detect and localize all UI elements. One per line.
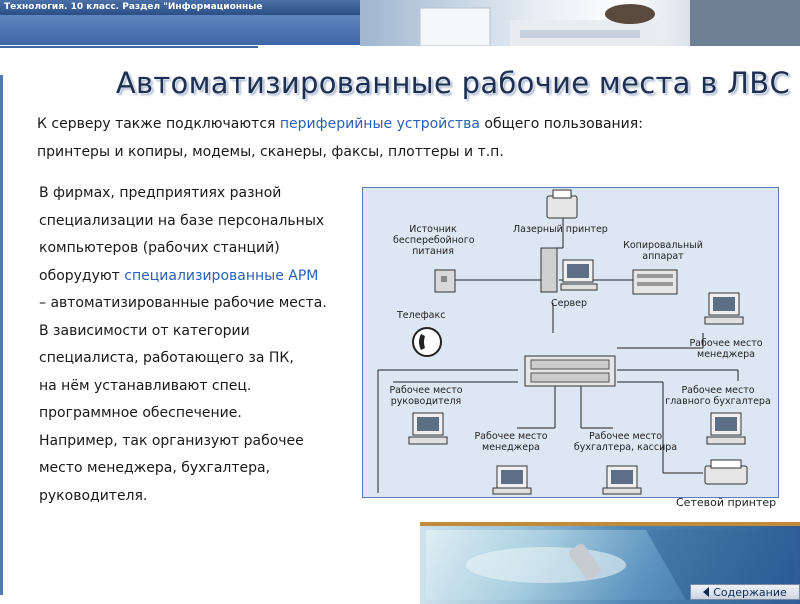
body-line: программное обеспечение. — [39, 405, 242, 421]
body-line: оборудуют — [39, 267, 125, 284]
body-paragraph: В фирмах, предприятиях разной специализа… — [39, 180, 359, 510]
contents-button[interactable]: Содержание — [690, 584, 800, 600]
body-line: на нём устанавливают спец. — [39, 377, 252, 394]
body-line: специализации на базе персональных — [39, 212, 325, 229]
ups-icon — [434, 269, 456, 293]
workstation-accountant-icon — [602, 465, 642, 495]
body-line: – автоматизированные рабочие места. — [39, 295, 327, 311]
body-line: компьютеров (рабочих станций) — [39, 240, 280, 256]
laser-printer-icon — [546, 189, 578, 219]
body-line: место менеджера, бухгалтера, — [39, 460, 271, 476]
intro-text: общего пользования: — [479, 116, 643, 132]
body-line: Например, так организуют рабочее — [39, 432, 304, 449]
intro-paragraph: К серверу также подключаются периферийны… — [37, 111, 737, 166]
back-arrow-icon — [703, 587, 710, 597]
body-line: специалиста, работающего за ПК, — [39, 350, 294, 366]
fax-icon — [412, 327, 442, 357]
label-laser-printer: Лазерный принтер — [513, 224, 608, 235]
body-line: В фирмах, предприятиях разной — [39, 185, 282, 201]
left-accent-stripe — [0, 75, 3, 595]
specialized-arm-link[interactable]: специализированные АРМ — [124, 267, 319, 284]
header-title: Технология. 10 класс. Раздел "Информацио… — [4, 2, 263, 12]
contents-button-label: Содержание — [713, 586, 787, 599]
peripheral-devices-link[interactable]: периферийные устройства — [279, 116, 480, 132]
workstation-manager2-icon — [492, 465, 532, 495]
label-fax: Телефакс — [397, 310, 446, 321]
network-printer-caption: Сетевой принтер — [676, 496, 777, 509]
body-line: В зависимости от категории — [39, 322, 250, 339]
server-icon — [540, 247, 598, 293]
network-printer-icon — [704, 459, 748, 485]
copier-icon — [632, 269, 678, 295]
header-divider — [0, 46, 258, 48]
header-photo — [360, 0, 800, 46]
header-panel — [0, 15, 360, 45]
intro-text: принтеры и копиры, модемы, сканеры, факс… — [37, 143, 504, 160]
workstation-head-icon — [408, 412, 448, 445]
network-switch-icon — [524, 355, 616, 387]
header-bar — [0, 0, 360, 15]
intro-text: К серверу также подключаются — [37, 116, 280, 132]
page-title: Автоматизированные рабочие места в ЛВС — [115, 66, 790, 100]
workstation-manager-icon — [704, 292, 744, 325]
workstation-chief-accountant-icon — [706, 412, 746, 445]
label-server: Сервер — [551, 298, 587, 309]
body-line: руководителя. — [39, 487, 148, 504]
